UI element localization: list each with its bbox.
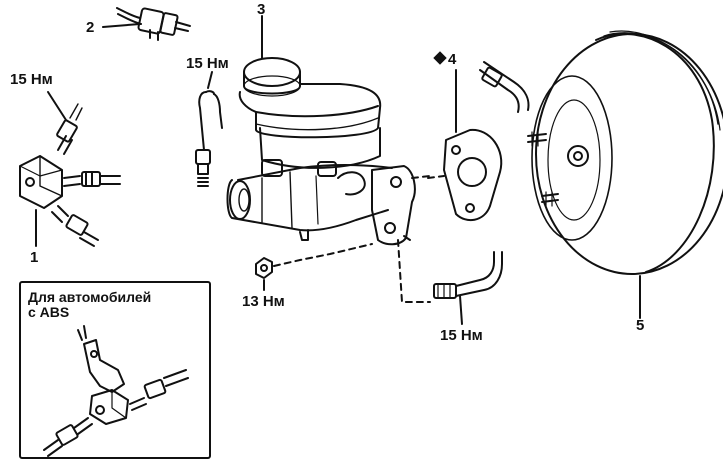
torque-lower-label: 15 Нм <box>440 327 483 344</box>
part1-label: 1 <box>30 249 39 266</box>
torque-nut-label: 13 Нм <box>242 293 285 310</box>
master-cylinder <box>226 15 431 246</box>
abs-inset <box>19 281 211 459</box>
part3-label: 3 <box>257 1 266 18</box>
proportioning-valve <box>19 91 121 247</box>
brake-booster <box>479 30 723 319</box>
torque-pipe-label: 15 Нм <box>186 55 229 72</box>
lower-brake-line <box>397 239 503 325</box>
abs-inset-line1: Для автомобилей <box>28 289 152 305</box>
part5-label: 5 <box>636 317 645 334</box>
abs-inset-title: Для автомобилей с ABS <box>28 290 151 320</box>
mounting-nut <box>255 243 373 291</box>
part4-marker <box>433 51 447 65</box>
gasket <box>427 69 503 222</box>
brake-pipe-u <box>195 71 223 187</box>
part4-label: 4 <box>448 51 457 68</box>
part2-label: 2 <box>86 19 95 36</box>
sensor-connector <box>102 7 191 41</box>
abs-inset-line2: с ABS <box>28 304 70 320</box>
torque-union-label: 15 Нм <box>10 71 53 88</box>
